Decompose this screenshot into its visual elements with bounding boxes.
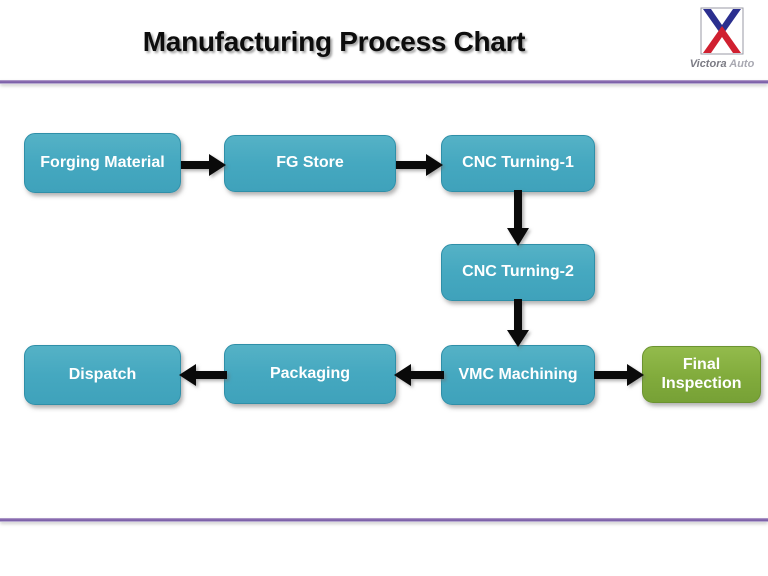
page-title: Manufacturing Process Chart — [142, 26, 526, 57]
flow-node-label: CNC Turning-2 — [462, 263, 574, 281]
flow-node-label: VMC Machining — [458, 365, 578, 383]
flow-node-label: FG Store — [276, 154, 344, 172]
arrow-left-icon-packaging-to-dispatch — [178, 360, 227, 390]
arrow-right-icon-fg-store-to-cnc-turning-1 — [396, 150, 444, 180]
arrow-right-icon-forging-to-fg-store — [181, 150, 227, 180]
arrow-left-icon-vmc-machining-to-packaging — [393, 360, 444, 390]
flow-node-packaging[interactable]: Packaging — [224, 344, 396, 404]
victora-auto-wordmark: Victora Auto — [683, 58, 761, 70]
flow-node-dispatch[interactable]: Dispatch — [24, 345, 181, 405]
flow-node-label: CNC Turning-1 — [462, 154, 574, 172]
slide-header: Manufacturing Process Chart Victora Auto — [0, 0, 768, 84]
flow-node-final-inspection[interactable]: Final Inspection — [642, 346, 761, 403]
arrow-down-icon-cnc-turning-1-to-cnc-turning-2 — [503, 190, 533, 247]
victora-auto-logo: Victora Auto — [683, 6, 761, 80]
header-divider-rule — [0, 80, 768, 84]
flow-node-label: Forging Material — [40, 153, 165, 171]
flow-node-forging-material[interactable]: Forging Material — [24, 133, 181, 193]
flow-node-cnc-turning-2[interactable]: CNC Turning-2 — [441, 244, 595, 301]
arrow-right-icon-vmc-machining-to-final-inspection — [594, 360, 645, 390]
flow-node-fg-store[interactable]: FG Store — [224, 135, 396, 192]
flow-node-label: Packaging — [269, 364, 351, 382]
wordmark-secondary: Auto — [729, 58, 755, 70]
victora-logo-mark — [700, 7, 744, 55]
footer-divider-rule — [0, 518, 768, 522]
arrow-down-icon-cnc-turning-2-to-vmc-machining — [503, 299, 533, 348]
wordmark-primary: Victora — [689, 58, 727, 70]
flow-node-label: Final Inspection — [661, 355, 742, 392]
flow-node-label: Dispatch — [68, 365, 137, 383]
flow-node-cnc-turning-1[interactable]: CNC Turning-1 — [441, 135, 595, 192]
flow-node-vmc-machining[interactable]: VMC Machining — [441, 345, 595, 405]
